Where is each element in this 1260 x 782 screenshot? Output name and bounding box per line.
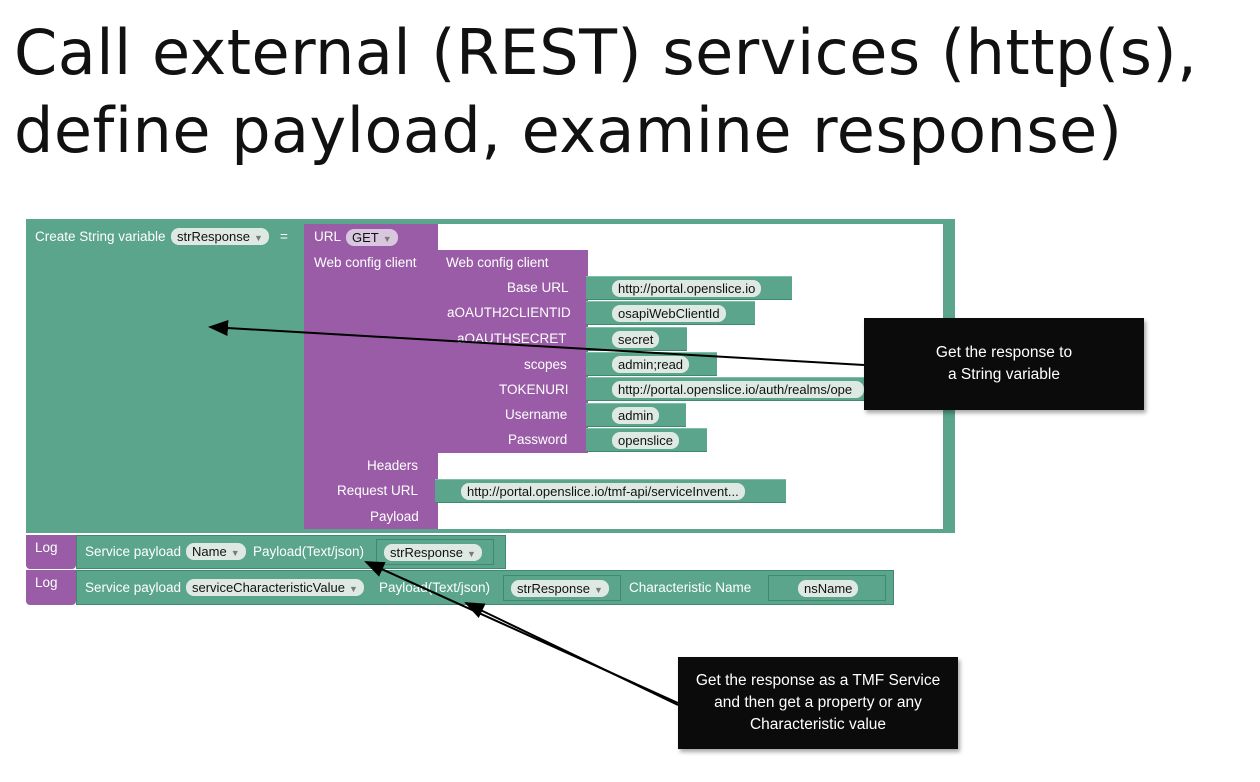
url-block[interactable] [304,224,438,529]
callout-bottom: Get the response as a TMF Service and th… [678,657,958,749]
characteristic-name-label: Characteristic Name [629,580,752,595]
base-url-field[interactable]: http://portal.openslice.io [612,280,762,297]
payload-text-json-label-1: Payload(Text/json) [253,544,365,559]
property-dropdown-2[interactable]: serviceCharacteristicValue▼ [186,579,364,596]
request-url-label: Request URL [337,483,419,498]
property-value-1: Name [192,544,227,559]
token-uri-field[interactable]: http://portal.openslice.io/auth/realms/o… [612,381,864,398]
variable-name: strResponse [177,229,250,244]
callout-top: Get the response to a String variable [864,318,1144,410]
callout-top-text: Get the response to a String variable [935,344,1073,383]
request-url-field[interactable]: http://portal.openslice.io/tmf-api/servi… [461,483,745,500]
web-config-client-label: Web config client [446,255,549,270]
scopes-field[interactable]: admin;read [612,356,690,373]
log-block-1[interactable] [26,535,76,569]
log-label-1: Log [35,540,58,555]
client-secret-label: aOAUTHSECRET [457,331,567,346]
log-label-2: Log [35,575,58,590]
property-dropdown-1[interactable]: Name▼ [186,543,246,560]
client-id-label: aOAUTH2CLIENTID [447,305,571,320]
username-field[interactable]: admin [612,407,660,424]
password-field[interactable]: openslice [612,432,679,449]
scopes-label: scopes [524,357,567,372]
variable-dropdown-log-1[interactable]: strResponse▼ [384,544,482,561]
create-block-label: Create String variable [35,229,166,244]
characteristic-name-field[interactable]: nsName [798,580,859,597]
dropdown-arrow-icon: ▼ [230,548,240,558]
dropdown-arrow-icon: ▼ [253,233,263,243]
dropdown-arrow-icon: ▼ [348,584,358,594]
payload-label: Payload [370,509,419,524]
payload-text-json-label-2: Payload(Text/json) [379,580,491,595]
headers-label: Headers [367,458,419,473]
url-block-label: URL [314,229,342,244]
variable-dropdown-log-2[interactable]: strResponse▼ [511,580,609,597]
log-block-2[interactable] [26,570,76,605]
client-secret-field[interactable]: secret [612,331,660,348]
service-payload-label-2: Service payload [85,580,182,595]
dropdown-arrow-icon: ▼ [466,549,476,559]
token-uri-label: TOKENURI [499,382,569,397]
service-payload-label-1: Service payload [85,544,182,559]
variable-value-log-1: strResponse [390,545,463,560]
callout-bottom-text: Get the response as a TMF Service and th… [695,672,941,733]
password-label: Password [508,432,568,447]
client-id-field[interactable]: osapiWebClientId [612,305,726,322]
slide-title: Call external (REST) services (http(s), … [14,16,1198,167]
property-value-2: serviceCharacteristicValue [192,580,345,595]
username-label: Username [505,407,568,422]
method-value: GET [352,230,379,245]
dropdown-arrow-icon: ▼ [382,234,392,244]
dropdown-arrow-icon: ▼ [593,585,603,595]
variable-value-log-2: strResponse [517,581,590,596]
arrow-to-log-2 [464,602,679,706]
equals-sign: = [280,229,288,244]
variable-dropdown[interactable]: strResponse▼ [171,228,269,245]
base-url-label: Base URL [507,280,569,295]
web-config-input-label: Web config client [314,255,417,270]
method-dropdown[interactable]: GET▼ [346,229,398,246]
